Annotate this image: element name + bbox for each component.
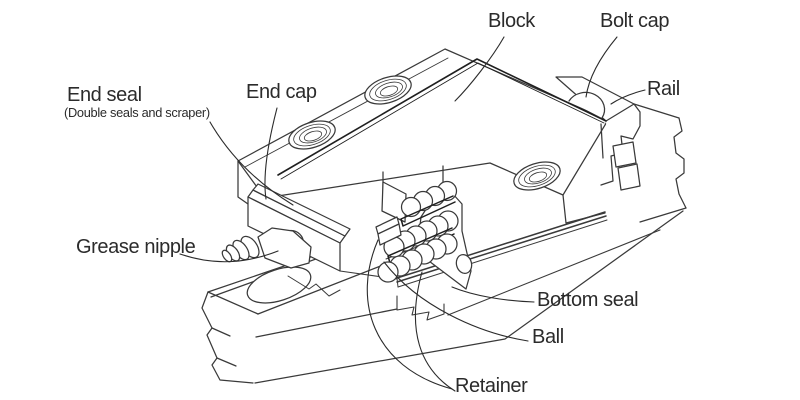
block-mount-hole (510, 157, 563, 196)
block-seam-strip (278, 59, 606, 179)
block-drawing (238, 49, 608, 223)
label-block: Block (488, 10, 535, 32)
retainer-leader-line (367, 240, 452, 389)
label-end-seal: End seal (67, 84, 142, 106)
end-cap-leader-line (265, 108, 277, 199)
rail-drawing (202, 211, 683, 383)
label-ball: Ball (532, 326, 564, 348)
ball-retainer-assembly (376, 166, 474, 289)
label-grease-nipple: Grease nipple (76, 236, 196, 258)
rail-bolt-hole (243, 260, 315, 310)
block-mount-hole (285, 116, 338, 155)
bolt-cap-drawing (569, 92, 605, 118)
ball-leader-line (384, 262, 528, 341)
ball-row (378, 234, 457, 282)
return-tube-hole (454, 253, 473, 275)
grease-nipple-drawing (220, 228, 311, 268)
rail-end-profile (674, 118, 686, 208)
retainer-leader-line (415, 272, 455, 391)
label-end-seal-sub: (Double seals and scraper) (64, 105, 210, 120)
retainer-end-block (376, 217, 401, 245)
label-retainer: Retainer (455, 375, 528, 397)
bolt-cap-leader-line (586, 37, 617, 97)
bottom-seal-leader-line (452, 287, 534, 302)
grease-nipple-leader-line (180, 251, 278, 262)
label-bottom-seal: Bottom seal (537, 289, 639, 311)
rail-leader-line (611, 90, 645, 104)
rail-break-edge (202, 292, 253, 383)
retainer-strip (401, 196, 455, 226)
label-bolt-cap: Bolt cap (600, 10, 670, 32)
leader-lines (180, 37, 645, 391)
bottom-seal-tab (397, 296, 444, 320)
label-rail: Rail (647, 78, 680, 100)
block-leader-line (455, 37, 504, 101)
label-end-cap: End cap (246, 81, 317, 103)
end-seal-leader-line (210, 122, 293, 205)
grease-nipple-hex (258, 228, 311, 268)
block-mount-hole (361, 71, 414, 110)
